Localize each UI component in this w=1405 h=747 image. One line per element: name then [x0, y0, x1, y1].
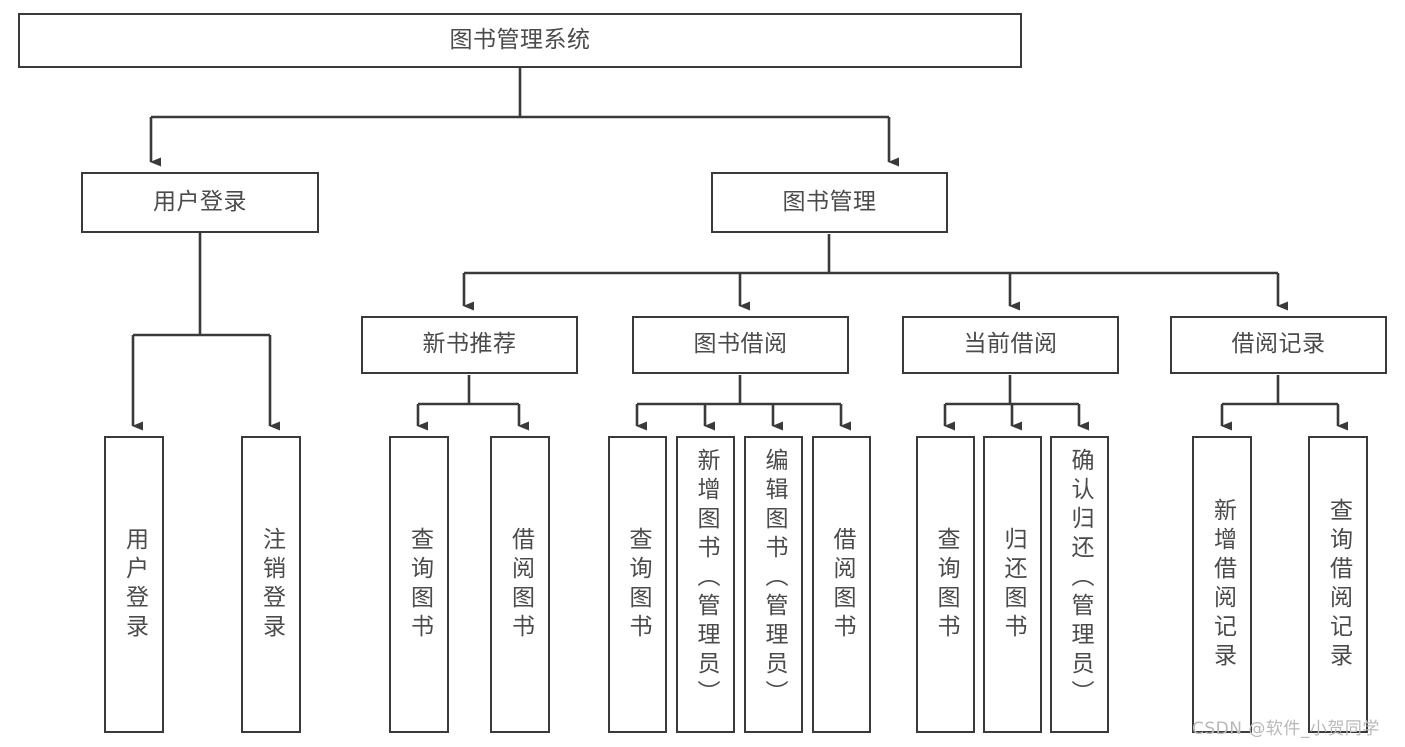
node-label: 编辑图书（管理员） — [761, 448, 787, 709]
connector-group-book-manage — [462, 234, 1288, 311]
node-label: 新增借阅记录 — [1209, 497, 1236, 672]
node-label: 借阅记录 — [1231, 331, 1326, 358]
node-leaf-br-add-record[interactable]: 新增借阅记录 — [1192, 436, 1252, 733]
node-label: 当前借阅 — [963, 331, 1058, 358]
connector-group-current-borrow — [943, 375, 1089, 431]
node-leaf-logout[interactable]: 注销登录 — [241, 436, 301, 733]
node-label: 归还图书 — [1000, 526, 1026, 643]
node-label: 用户登录 — [121, 526, 148, 643]
node-label: 图书管理系统 — [449, 26, 591, 53]
node-label: 借阅图书 — [829, 526, 855, 643]
node-book-borrow[interactable]: 图书借阅 — [632, 316, 849, 374]
node-leaf-br-query-record[interactable]: 查询借阅记录 — [1308, 436, 1368, 733]
node-leaf-bb-add-book-admin[interactable]: 新增图书（管理员） — [676, 436, 735, 733]
node-label: 注销登录 — [258, 526, 285, 643]
node-leaf-bb-edit-book-admin[interactable]: 编辑图书（管理员） — [744, 436, 803, 733]
connector-group-root — [149, 68, 899, 167]
node-label: 查询图书 — [933, 526, 959, 643]
node-label: 查询图书 — [406, 526, 433, 643]
node-new-book-recommend[interactable]: 新书推荐 — [361, 316, 578, 374]
node-current-borrow[interactable]: 当前借阅 — [902, 316, 1119, 374]
node-label: 查询借阅记录 — [1325, 497, 1352, 672]
node-leaf-cb-confirm-return-admin[interactable]: 确认归还（管理员） — [1050, 436, 1109, 733]
node-leaf-cb-return-book[interactable]: 归还图书 — [983, 436, 1042, 733]
node-root-book-management-system[interactable]: 图书管理系统 — [18, 13, 1022, 68]
node-label: 图书管理 — [782, 188, 877, 215]
node-label: 图书借阅 — [693, 331, 788, 358]
node-label: 确认归还（管理员） — [1067, 448, 1093, 709]
node-label: 查询图书 — [625, 526, 651, 643]
node-user-login[interactable]: 用户登录 — [81, 172, 319, 233]
connector-group-user-login — [131, 233, 280, 431]
connector-group-book-borrow — [635, 375, 851, 431]
connector-group-borrow-records — [1220, 375, 1348, 431]
node-leaf-nb-query-book[interactable]: 查询图书 — [389, 436, 449, 733]
node-leaf-cb-query-book[interactable]: 查询图书 — [916, 436, 975, 733]
node-label: 新增图书（管理员） — [693, 448, 719, 709]
node-label: 用户登录 — [153, 188, 247, 215]
node-leaf-user-login[interactable]: 用户登录 — [104, 436, 164, 733]
node-leaf-nb-borrow-book[interactable]: 借阅图书 — [490, 436, 550, 733]
node-leaf-bb-query-book[interactable]: 查询图书 — [608, 436, 667, 733]
connector-group-new-book — [416, 375, 529, 431]
node-label: 借阅图书 — [507, 526, 534, 643]
node-book-management[interactable]: 图书管理 — [711, 172, 948, 233]
node-leaf-bb-borrow-book[interactable]: 借阅图书 — [812, 436, 871, 733]
node-borrow-records[interactable]: 借阅记录 — [1170, 316, 1387, 374]
node-label: 新书推荐 — [422, 331, 517, 358]
